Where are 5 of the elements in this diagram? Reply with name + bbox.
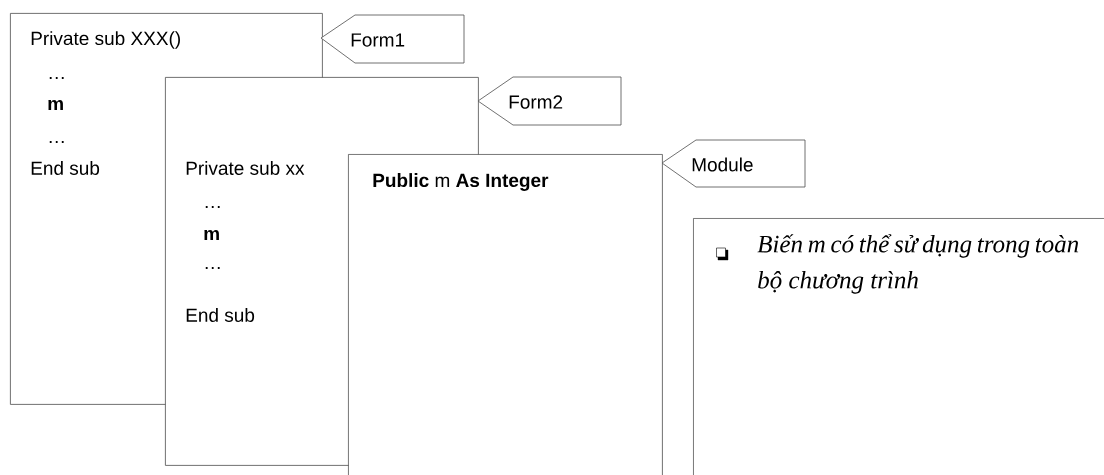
callout: Form2 [477,76,622,126]
code-box: Public m As Integer [348,154,663,475]
callout: Form1 [320,14,465,64]
callout: Module [661,139,806,188]
note-box: Biến m có thể sử dụng trong toàn bộ chương trình [693,218,1104,475]
